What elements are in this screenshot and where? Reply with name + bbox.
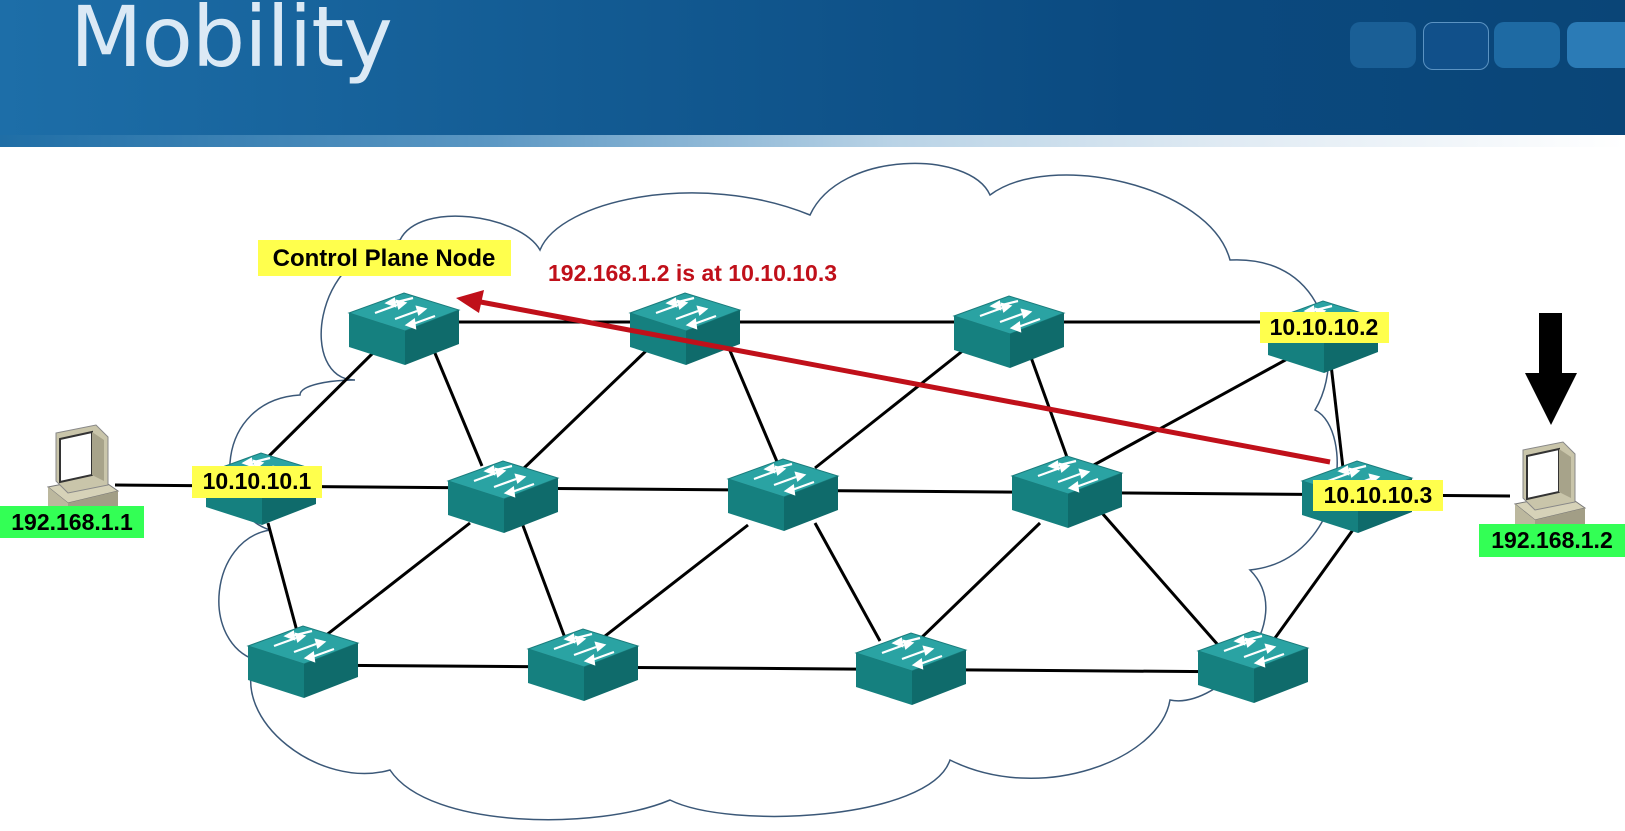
switch-icon: [726, 457, 840, 533]
control-plane-label-bg: [258, 240, 511, 276]
location-message: 192.168.1.2 is at 10.10.10.3: [548, 260, 837, 286]
header-stripe: [0, 135, 1625, 147]
switch-icon: [854, 631, 968, 707]
message-arrowhead: [456, 290, 484, 313]
host-left-ip: 192.168.1.1: [11, 509, 133, 535]
switch-icon: [246, 624, 360, 700]
header-decoration-1: [1350, 22, 1416, 68]
down-arrow-icon: [1525, 313, 1577, 425]
switch-icon: [347, 291, 461, 367]
network-links: [114, 320, 1511, 674]
host-label-bg: [1479, 524, 1625, 557]
control-plane-label: Control Plane Node: [273, 245, 496, 272]
header-decoration-2: [1423, 22, 1489, 70]
message-arrow: [469, 297, 1331, 465]
switch-icon: [446, 459, 560, 535]
switch-icon: [628, 291, 742, 367]
node-label-bg: [192, 466, 322, 498]
node-label-c: 10.10.10.3: [1324, 482, 1433, 508]
header-decoration-4: [1567, 22, 1625, 68]
switch-icon: [952, 294, 1066, 370]
slide-title: Mobility: [70, 0, 393, 86]
host-right-ip: 192.168.1.2: [1491, 527, 1613, 553]
node-label-bg: [1313, 480, 1443, 511]
host-label-bg: [0, 506, 144, 538]
slide-header: Mobility: [0, 0, 1625, 135]
node-label-b: 10.10.10.2: [1270, 314, 1379, 340]
switch-icon: [526, 627, 640, 703]
node-label-a: 10.10.10.1: [203, 468, 312, 494]
header-decoration-3: [1494, 22, 1560, 68]
node-label-bg: [1260, 312, 1389, 343]
